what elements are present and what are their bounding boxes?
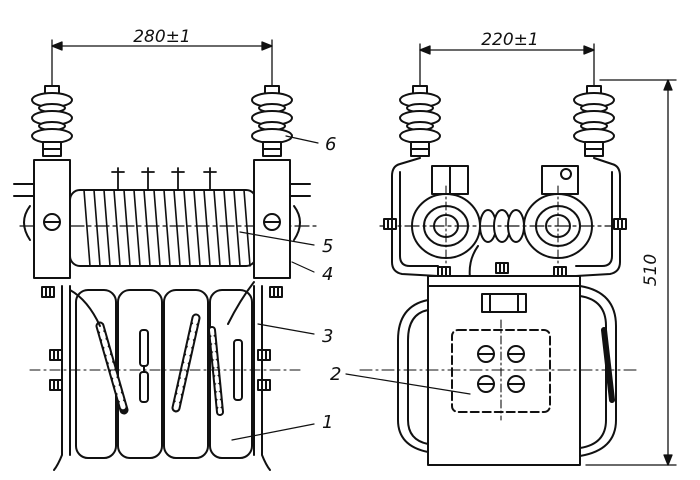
callout-6: 6 bbox=[325, 134, 336, 155]
right-insulator-a bbox=[399, 85, 441, 157]
callout-3: 3 bbox=[322, 326, 333, 347]
left-insulator-a bbox=[31, 85, 73, 157]
right-insulator-b bbox=[573, 85, 615, 157]
right-width-dimension bbox=[419, 43, 595, 93]
clamp-block-left bbox=[13, 159, 71, 279]
left-width-dimension bbox=[51, 39, 273, 93]
right-view: 220±1 510 bbox=[345, 30, 677, 466]
callout-5: 5 bbox=[322, 236, 333, 257]
leader-2 bbox=[345, 373, 471, 395]
reactor-box bbox=[359, 275, 641, 466]
callout-1: 1 bbox=[322, 412, 333, 433]
resistor-elements bbox=[69, 281, 255, 459]
left-width-label: 280±1 bbox=[133, 27, 191, 47]
height-dimension bbox=[585, 79, 677, 466]
left-leaders bbox=[231, 135, 319, 441]
clamp-block-right bbox=[253, 159, 311, 279]
left-insulator-b bbox=[251, 85, 293, 157]
callout-4: 4 bbox=[322, 264, 333, 285]
callout-2: 2 bbox=[330, 364, 341, 385]
left-view: 280±1 bbox=[13, 27, 321, 471]
coil-assembly bbox=[379, 185, 631, 279]
right-width-label: 220±1 bbox=[481, 30, 539, 50]
height-label: 510 bbox=[641, 254, 661, 286]
